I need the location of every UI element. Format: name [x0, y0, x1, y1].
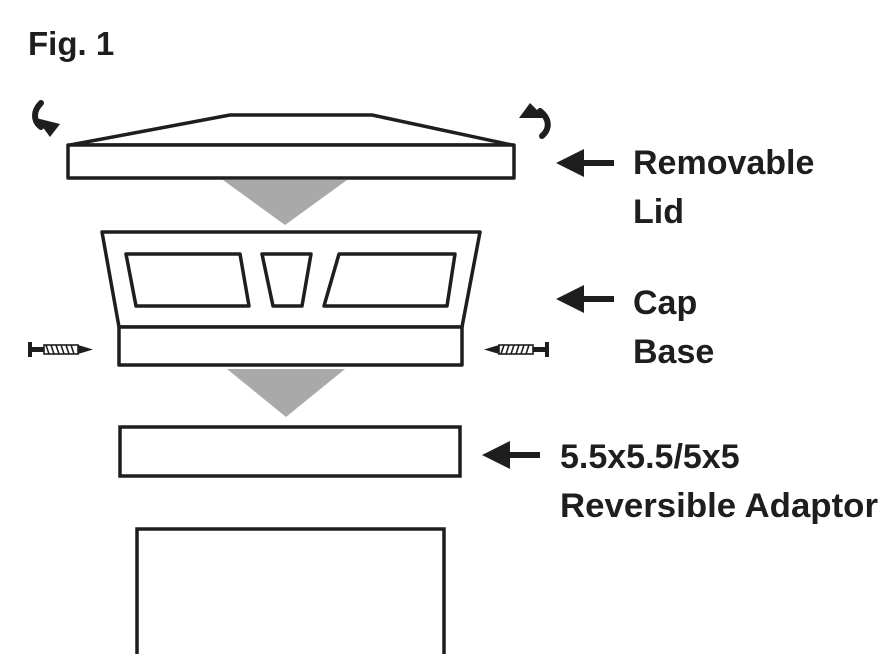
- rotate-left-arrow-icon: [32, 100, 60, 137]
- label-removable: Removable: [633, 144, 814, 182]
- reversible-adaptor: [118, 425, 462, 478]
- pointer-arrow-icon: [482, 441, 540, 469]
- label-lid: Lid: [633, 193, 684, 231]
- pointer-arrow-icon: [556, 285, 614, 313]
- removable-lid: [66, 113, 516, 180]
- cap-window-right: [322, 252, 457, 308]
- label-cap: Cap: [633, 284, 697, 322]
- cap-window-left: [124, 252, 251, 308]
- screw-left-icon: [28, 342, 93, 357]
- screw-right-icon: [484, 342, 549, 357]
- cap-base-collar: [117, 325, 464, 367]
- label-reversible-adaptor: Reversible Adaptor: [560, 487, 878, 525]
- down-arrow-icon: [227, 369, 345, 417]
- cap-base: [100, 230, 482, 367]
- label-base: Base: [633, 333, 714, 371]
- label-adaptor-size: 5.5x5.5/5x5: [560, 438, 740, 476]
- down-arrow-icon: [223, 180, 347, 225]
- post: [135, 527, 446, 654]
- cap-window-center: [260, 252, 313, 308]
- pointer-arrow-icon: [556, 149, 614, 177]
- rotate-right-arrow-icon: [519, 103, 551, 139]
- figure-title: Fig. 1: [28, 25, 114, 62]
